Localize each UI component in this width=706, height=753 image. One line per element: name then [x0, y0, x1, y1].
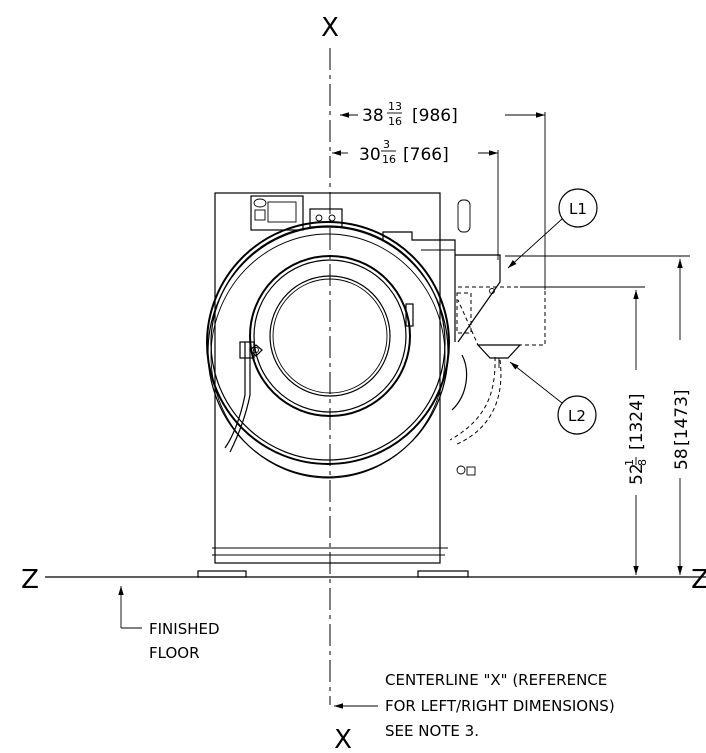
centerline-note-line3: SEE NOTE 3.	[385, 722, 479, 740]
dim-d2-whole: 30	[359, 145, 381, 165]
dim-d1-num: 13	[388, 100, 402, 113]
callout-l1: L1	[507, 188, 598, 269]
dimension-d1: 38 13 16 [986]	[340, 100, 546, 290]
door-ring	[249, 255, 411, 417]
dim-d4-whole: 58	[672, 448, 692, 470]
axis-x-bottom-label: X	[334, 725, 352, 753]
callout-l2: L2	[509, 361, 597, 435]
callout-l1-label: L1	[569, 200, 587, 218]
control-buttons	[309, 208, 343, 228]
drum-front	[206, 221, 450, 465]
dimension-d3: 52 1 8 [1324]	[520, 286, 649, 575]
callout-l2-label: L2	[568, 407, 586, 425]
door-glass	[269, 275, 391, 397]
dimension-d4: 58 [1473]	[505, 255, 692, 575]
dim-d1-whole: 38	[362, 106, 384, 126]
dim-d1-den: 16	[388, 115, 402, 128]
dim-d2-den: 16	[382, 153, 396, 166]
dim-d2-metric: [766]	[403, 145, 449, 165]
dim-d2-num: 3	[383, 138, 390, 151]
centerline-note-line2: FOR LEFT/RIGHT DIMENSIONS)	[385, 697, 615, 715]
washer-extractor	[197, 192, 546, 578]
dim-d3-num: 1	[623, 459, 636, 466]
dimension-d2: 30 3 16 [766]	[332, 138, 499, 260]
control-panel	[250, 195, 304, 231]
floor-note-line2: FLOOR	[149, 644, 200, 662]
axis-z-right-label: Z	[691, 565, 706, 595]
floor-note-line1: FINISHED	[149, 620, 220, 638]
right-foot	[417, 570, 469, 578]
axis-z-left-label: Z	[21, 565, 39, 595]
dim-d4-metric: [1473]	[672, 389, 692, 446]
dim-d3-metric: [1324]	[627, 393, 647, 450]
cabinet-outline	[214, 192, 441, 564]
dim-d1-metric: [986]	[412, 106, 458, 126]
left-foot	[197, 570, 247, 578]
dim-d3-whole: 52	[627, 463, 647, 485]
dim-d3-den: 8	[636, 459, 649, 466]
axis-x-top-label: X	[321, 13, 339, 43]
finished-floor-note: FINISHED FLOOR	[118, 586, 220, 662]
centerline-note: CENTERLINE "X" (REFERENCE FOR LEFT/RIGHT…	[334, 671, 615, 740]
centerline-note-line1: CENTERLINE "X" (REFERENCE	[385, 671, 607, 689]
